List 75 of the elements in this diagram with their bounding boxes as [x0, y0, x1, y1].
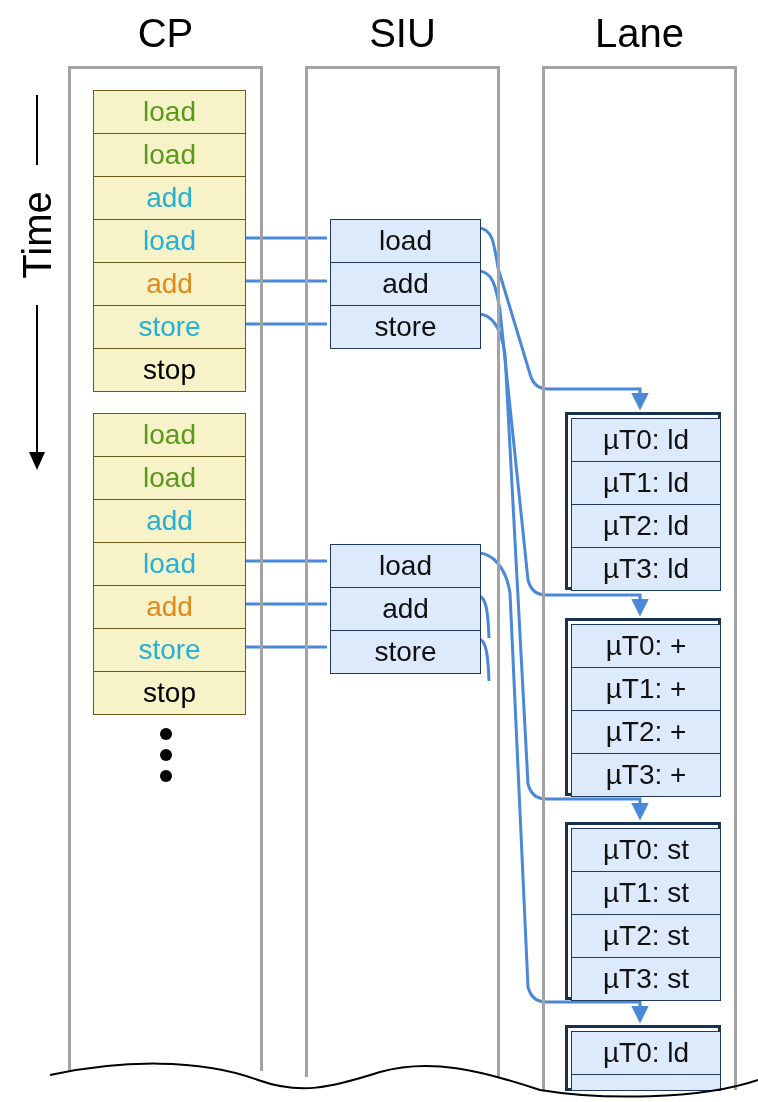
instruction-label: load — [143, 462, 196, 494]
thread-cell — [571, 418, 721, 462]
instruction-cell — [93, 628, 246, 672]
instruction-cell — [330, 587, 481, 631]
thread-label: µT1: ld — [602, 467, 690, 499]
instruction-cell — [93, 499, 246, 543]
instruction-cell — [93, 262, 246, 306]
instruction-cell — [93, 90, 246, 134]
instruction-cell — [93, 585, 246, 629]
instruction-label: stop — [143, 677, 196, 709]
thread-label: µT0: ld — [602, 1037, 690, 1069]
instruction-cell — [93, 305, 246, 349]
thread-label: µT3: + — [605, 759, 687, 791]
instruction-label: load — [379, 550, 432, 582]
thread-cell — [571, 828, 721, 872]
thread-cell — [571, 957, 721, 1001]
instruction-cell — [330, 262, 481, 306]
thread-cell — [571, 1074, 721, 1091]
instruction-label: add — [382, 593, 429, 625]
axis-label: Time — [14, 191, 60, 279]
instruction-cell — [93, 456, 246, 500]
instruction-label: add — [146, 505, 193, 537]
instruction-cell — [93, 219, 246, 263]
instruction-label: store — [374, 636, 437, 668]
thread-cell — [571, 710, 721, 754]
instruction-label: store — [138, 634, 201, 666]
thread-label: µT0: st — [602, 834, 690, 866]
lane-group-box — [565, 1025, 721, 1091]
instruction-label: store — [374, 311, 437, 343]
instruction-cell — [93, 542, 246, 586]
instruction-label: add — [146, 268, 193, 300]
instruction-label: load — [143, 419, 196, 451]
instruction-label: stop — [143, 354, 196, 386]
column-heading: CP — [136, 11, 195, 56]
instruction-cell — [93, 133, 246, 177]
thread-cell — [571, 504, 721, 548]
lane-group-box — [565, 822, 721, 1000]
instruction-cell — [93, 176, 246, 220]
thread-cell — [571, 547, 721, 591]
thread-label: µT2: + — [605, 716, 687, 748]
thread-label: µT2: st — [602, 920, 690, 952]
instruction-cell — [330, 630, 481, 674]
thread-cell — [571, 753, 721, 797]
instruction-cell — [93, 348, 246, 392]
thread-label: µT0: + — [605, 630, 687, 662]
thread-cell — [571, 461, 721, 505]
instruction-label: load — [143, 96, 196, 128]
thread-label: µT1: + — [605, 673, 687, 705]
thread-label: µT2: ld — [602, 510, 690, 542]
instruction-cell — [93, 671, 246, 715]
instruction-cell — [93, 413, 246, 457]
instruction-label: add — [382, 268, 429, 300]
instruction-label: add — [146, 591, 193, 623]
thread-cell — [571, 1031, 721, 1075]
instruction-cell — [330, 305, 481, 349]
instruction-label: add — [146, 182, 193, 214]
instruction-cell — [330, 544, 481, 588]
column-heading: SIU — [368, 11, 437, 56]
thread-cell — [571, 667, 721, 711]
instruction-label: load — [143, 225, 196, 257]
instruction-cell — [330, 219, 481, 263]
thread-cell — [571, 871, 721, 915]
column-heading: Lane — [594, 11, 685, 56]
thread-cell — [571, 914, 721, 958]
instruction-label: load — [143, 548, 196, 580]
thread-cell — [571, 624, 721, 668]
thread-label: µT3: st — [602, 963, 690, 995]
lane-group-box — [565, 618, 721, 796]
thread-label: µT3: ld — [602, 553, 690, 585]
instruction-label: store — [138, 311, 201, 343]
thread-label: µT0: ld — [602, 424, 690, 456]
lane-group-box — [565, 412, 721, 590]
instruction-label: load — [379, 225, 432, 257]
instruction-label: load — [143, 139, 196, 171]
thread-label: µT1: st — [602, 877, 690, 909]
